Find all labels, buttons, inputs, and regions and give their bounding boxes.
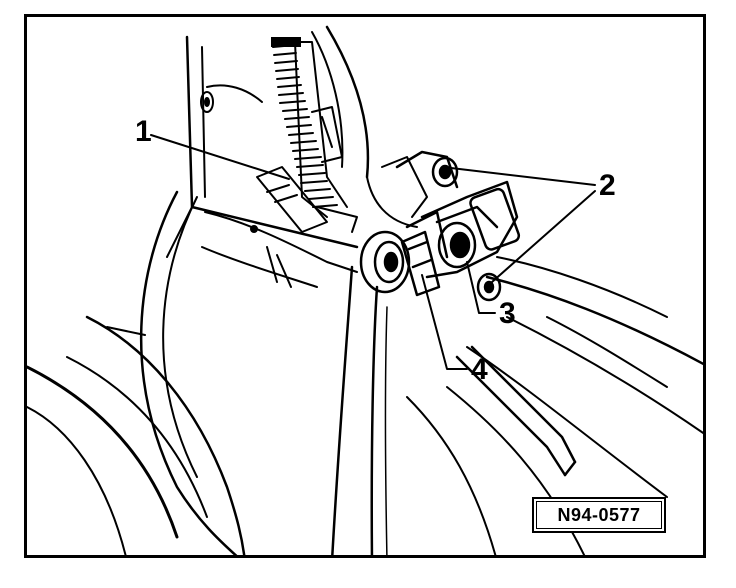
callout-3: 3 (499, 297, 516, 330)
callout-leaders (150, 134, 596, 370)
lever-arm (331, 230, 411, 555)
illustration-frame: 1 2 3 4 N94-0577 (24, 14, 706, 558)
callout-2: 2 (599, 169, 616, 202)
cable-clip (256, 106, 358, 233)
linkage-rod (455, 345, 577, 477)
pivot-bracket (395, 150, 521, 302)
callout-4: 4 (471, 353, 488, 386)
callout-1: 1 (135, 115, 152, 148)
component-illustration (27, 25, 703, 555)
body-panel (27, 25, 703, 555)
reference-code-label: N94-0577 (532, 497, 666, 533)
